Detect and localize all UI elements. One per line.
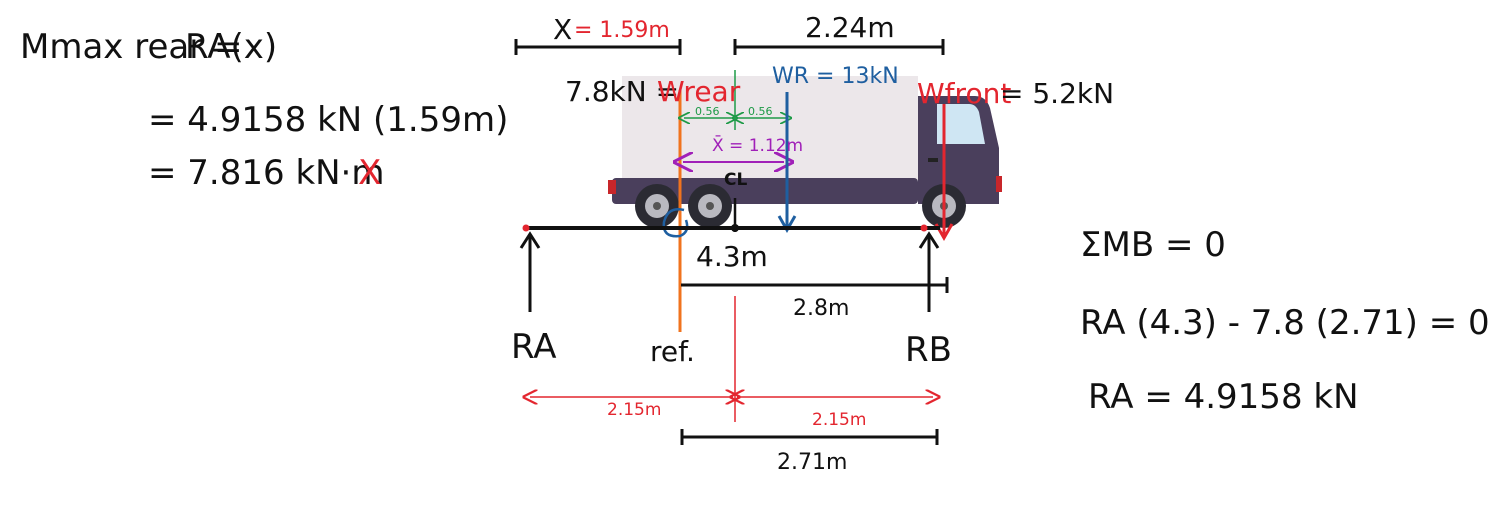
- truck-rear-light: [608, 180, 616, 194]
- truck-windshield: [937, 104, 985, 144]
- truck-door-handle: [928, 158, 938, 162]
- dim-2-8-line: [681, 277, 949, 293]
- reaction-arrow-b: [918, 231, 940, 312]
- beam-end-a: [522, 224, 530, 232]
- mmax-rhs: RA(x): [185, 27, 278, 67]
- dim-x-line: [514, 39, 682, 55]
- w-rear-prefix: 7.8kN =: [565, 75, 680, 108]
- beam-diagram-canvas: Mmax rear = RA(x) = 4.9158 kN (1.59m) = …: [20, 11, 1490, 475]
- cl-label: CL: [724, 170, 748, 190]
- dim-2-71-label: 2.71m: [777, 450, 848, 475]
- dim-2-71-line: [680, 429, 939, 445]
- w-rear-label: Wrear: [657, 75, 741, 108]
- sum-moment-b: ΣMB = 0: [1080, 225, 1226, 265]
- mmax-line2: = 4.9158 kN (1.59m): [148, 100, 509, 140]
- dim-2-8-label: 2.8m: [793, 296, 850, 321]
- truck-illustration: [608, 76, 1002, 228]
- diagram-drawing: [514, 39, 1002, 445]
- truck-chassis: [612, 178, 918, 204]
- rb-label: RB: [905, 330, 952, 370]
- x-value: = 1.59m: [574, 18, 670, 43]
- truck-rear-wheel-2: [688, 184, 732, 228]
- ra-label: RA: [511, 327, 557, 367]
- w-front-value: = 5.2kN: [1000, 77, 1115, 110]
- truck-front-bumper: [996, 176, 1002, 192]
- w-front-label: Wfront: [917, 77, 1012, 110]
- reaction-arrow-a: [519, 231, 541, 312]
- mmax-lhs: Mmax rear =: [20, 27, 243, 67]
- half-right-label: 2.15m: [812, 410, 867, 430]
- w-r-label: WR = 13kN: [772, 64, 899, 89]
- ref-label: ref.: [650, 335, 695, 368]
- small-dim-left-label: 0.56: [695, 105, 720, 118]
- truck-rear-wheel-1: [635, 184, 679, 228]
- mmax-cross-mark: X: [358, 153, 382, 193]
- moment-equation: RA (4.3) - 7.8 (2.71) = 0: [1080, 303, 1490, 343]
- xbar-label: X̄ = 1.12m: [712, 136, 804, 156]
- dim-2-24-label: 2.24m: [805, 11, 895, 44]
- half-left-label: 2.15m: [607, 400, 662, 420]
- beam-end-b: [920, 224, 928, 232]
- x-label: X: [553, 13, 573, 46]
- span-label: 4.3m: [696, 240, 768, 273]
- dim-2-24-line: [733, 39, 945, 55]
- mmax-line3: = 7.816 kN·m: [148, 153, 385, 193]
- small-dim-right-label: 0.56: [748, 105, 773, 118]
- ra-result: RA = 4.9158 kN: [1088, 377, 1359, 417]
